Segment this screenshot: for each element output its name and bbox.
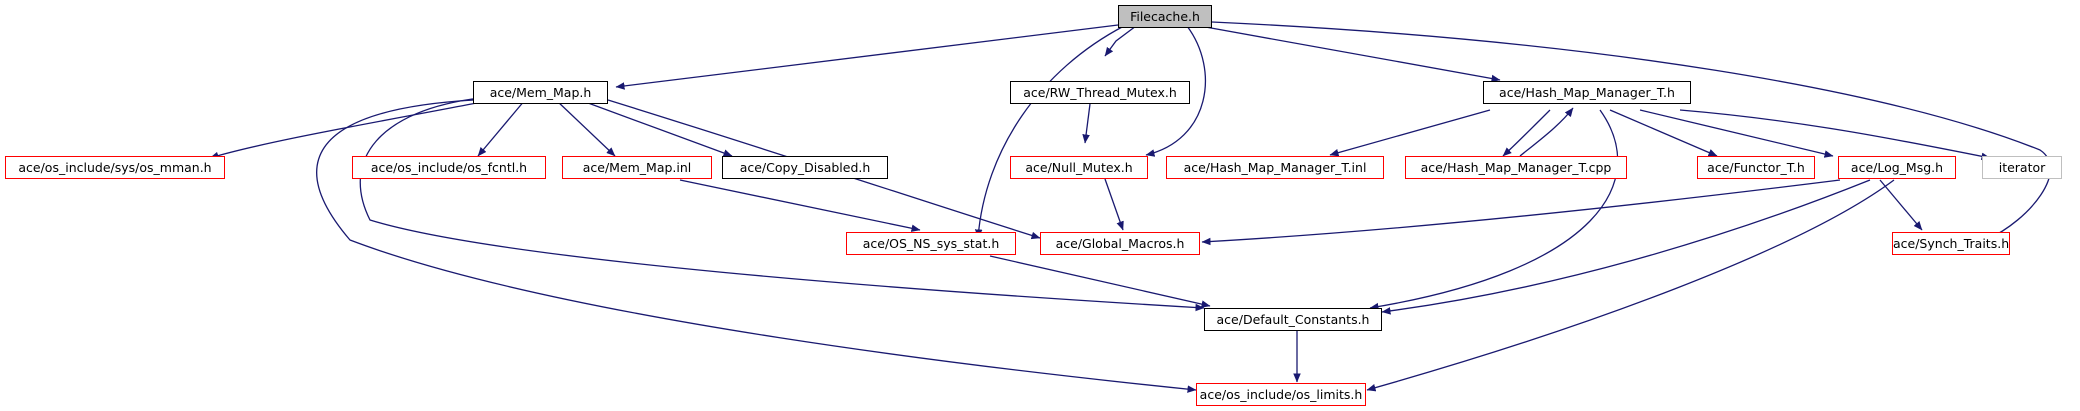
edge-filecache-to-os-ns-sys-stat: [974, 25, 1125, 239]
edge-hash-map-manager-cpp-to-header: [1519, 107, 1574, 157]
edge-filecache-to-hash-map-manager: [1199, 25, 1501, 83]
edge-os-ns-sys-stat-to-default-constants: [989, 255, 1211, 308]
edge-hash-map-manager-to-cpp: [1502, 109, 1551, 157]
edge-mem-map-to-os-limits: [316, 99, 1197, 393]
edge-hash-map-manager-to-iterator: [1679, 109, 1991, 161]
node-copy-disabled-h[interactable]: ace/Copy_Disabled.h: [722, 156, 888, 179]
edge-filecache-to-synch-traits: [1211, 21, 2052, 241]
node-null-mutex-h[interactable]: ace/Null_Mutex.h: [1010, 156, 1148, 179]
edge-mem-map-to-os-fcntl: [477, 99, 526, 157]
edge-hash-map-manager-to-log-msg: [1639, 109, 1834, 158]
edge-filecache-to-mem-map: [615, 24, 1119, 90]
edge-log-msg-to-synch-traits: [1879, 179, 1923, 231]
edge-filecache-to-rw-thread-mutex: [1104, 25, 1137, 57]
edge-null-mutex-to-global-macros: [1104, 178, 1124, 231]
node-hash-map-manager-t-cpp[interactable]: ace/Hash_Map_Manager_T.cpp: [1405, 156, 1627, 179]
node-synch-traits-h[interactable]: ace/Synch_Traits.h: [1892, 232, 2010, 255]
node-os-fcntl-h[interactable]: ace/os_include/os_fcntl.h: [352, 156, 546, 179]
edge-log-msg-to-global-macros: [1201, 179, 1841, 246]
edge-mem-map-to-default-constants: [359, 97, 1205, 312]
edge-log-msg-to-os-limits: [1366, 179, 1895, 392]
edge-filecache-to-null-mutex: [1145, 25, 1207, 157]
node-hash-map-manager-t-h[interactable]: ace/Hash_Map_Manager_T.h: [1483, 81, 1691, 104]
node-log-msg-h[interactable]: ace/Log_Msg.h: [1838, 156, 1956, 179]
node-os-limits-h[interactable]: ace/os_include/os_limits.h: [1196, 383, 1366, 406]
edge-mem-map-to-copy-disabled: [579, 99, 733, 157]
node-functor-t-h[interactable]: ace/Functor_T.h: [1697, 156, 1815, 179]
edge-hash-map-manager-to-default-constants: [1369, 109, 1619, 311]
edge-mem-map-inl-to-os-ns-sys-stat: [679, 179, 921, 232]
edge-rw-thread-mutex-to-null-mutex: [1082, 103, 1091, 144]
node-rw-thread-mutex-h[interactable]: ace/RW_Thread_Mutex.h: [1010, 81, 1190, 104]
edge-hash-map-manager-to-functor: [1609, 109, 1718, 157]
node-hash-map-manager-t-inl[interactable]: ace/Hash_Map_Manager_T.inl: [1166, 156, 1384, 179]
edge-mem-map-to-mem-map-inl: [555, 99, 616, 157]
node-mem-map-h[interactable]: ace/Mem_Map.h: [473, 81, 608, 104]
node-mem-map-inl[interactable]: ace/Mem_Map.inl: [562, 156, 712, 179]
node-global-macros-h[interactable]: ace/Global_Macros.h: [1040, 232, 1200, 255]
node-default-constants-h[interactable]: ace/Default_Constants.h: [1204, 308, 1382, 331]
node-os-mman-h[interactable]: ace/os_include/sys/os_mman.h: [5, 156, 225, 179]
edge-log-msg-to-default-constants: [1381, 179, 1871, 315]
edge-mem-map-to-os-mman: [209, 99, 493, 160]
node-filecache-h[interactable]: Filecache.h: [1118, 5, 1212, 28]
node-iterator[interactable]: iterator: [1982, 156, 2062, 179]
edge-hash-map-manager-to-inl: [1329, 109, 1491, 157]
node-os-ns-sys-stat-h[interactable]: ace/OS_NS_sys_stat.h: [846, 232, 1016, 255]
